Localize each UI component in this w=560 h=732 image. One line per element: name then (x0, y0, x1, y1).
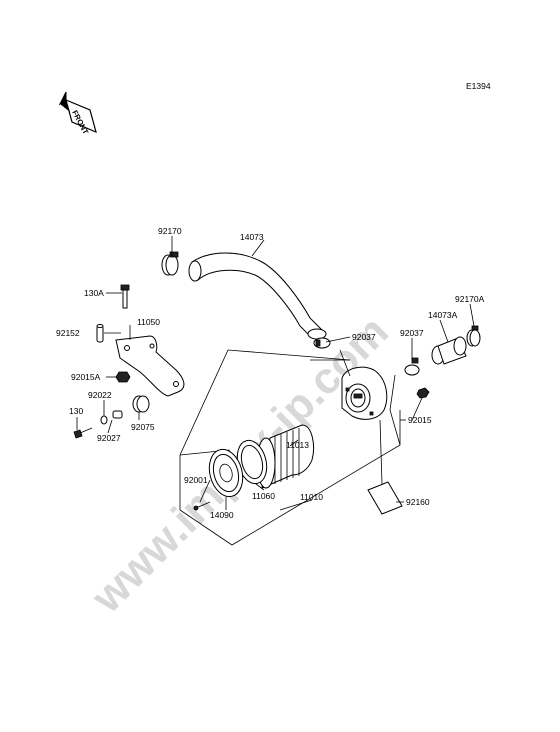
label-11060: 11060 (252, 491, 275, 501)
clamp-92170A (466, 325, 481, 347)
label-11013: 11013 (286, 440, 309, 450)
part-labels: 92170 14073 130A 11050 92152 92015A 9202… (56, 226, 485, 520)
label-92037-right: 92037 (400, 328, 424, 338)
label-92075: 92075 (131, 422, 155, 432)
duct-14073A (431, 336, 467, 365)
bolt-130 (73, 427, 93, 439)
diagram-code: E1394 (466, 81, 491, 91)
pin-92152 (96, 324, 104, 343)
label-14090: 14090 (210, 510, 234, 520)
damper-92075 (132, 395, 150, 413)
label-92160: 92160 (406, 497, 430, 507)
label-11010: 11010 (300, 492, 323, 502)
bolt-130A (120, 284, 130, 309)
leader-lines (76, 236, 475, 511)
intake-tube-14073 (188, 252, 327, 340)
label-14073: 14073 (240, 232, 264, 242)
assembly-outline (179, 349, 401, 546)
label-130: 130 (69, 406, 83, 416)
clamp-92037-upper (313, 337, 331, 349)
label-92027: 92027 (97, 433, 121, 443)
air-cleaner-case (310, 359, 388, 420)
washer-92022 (100, 415, 108, 425)
label-92170A: 92170A (455, 294, 485, 304)
cap-14090 (208, 448, 244, 498)
nut-92015A (115, 371, 131, 383)
label-92152: 92152 (56, 328, 80, 338)
clamp-92170 (161, 251, 179, 276)
label-92170: 92170 (158, 226, 182, 236)
screw-92001 (193, 501, 211, 511)
label-92037-upper: 92037 (352, 332, 376, 342)
label-11050: 11050 (137, 317, 160, 327)
clamp-92037-right (404, 357, 420, 376)
label-14073A: 14073A (428, 310, 458, 320)
label-92015A: 92015A (71, 372, 101, 382)
collar-92027 (112, 410, 123, 419)
label-92001: 92001 (184, 475, 208, 485)
nut-92015 (416, 387, 430, 399)
label-92015: 92015 (408, 415, 432, 425)
pad-92160 (367, 481, 403, 515)
bracket-11050 (115, 335, 185, 397)
label-130A: 130A (84, 288, 104, 298)
front-arrow-icon: FRONT (58, 91, 97, 136)
label-92022: 92022 (88, 390, 112, 400)
